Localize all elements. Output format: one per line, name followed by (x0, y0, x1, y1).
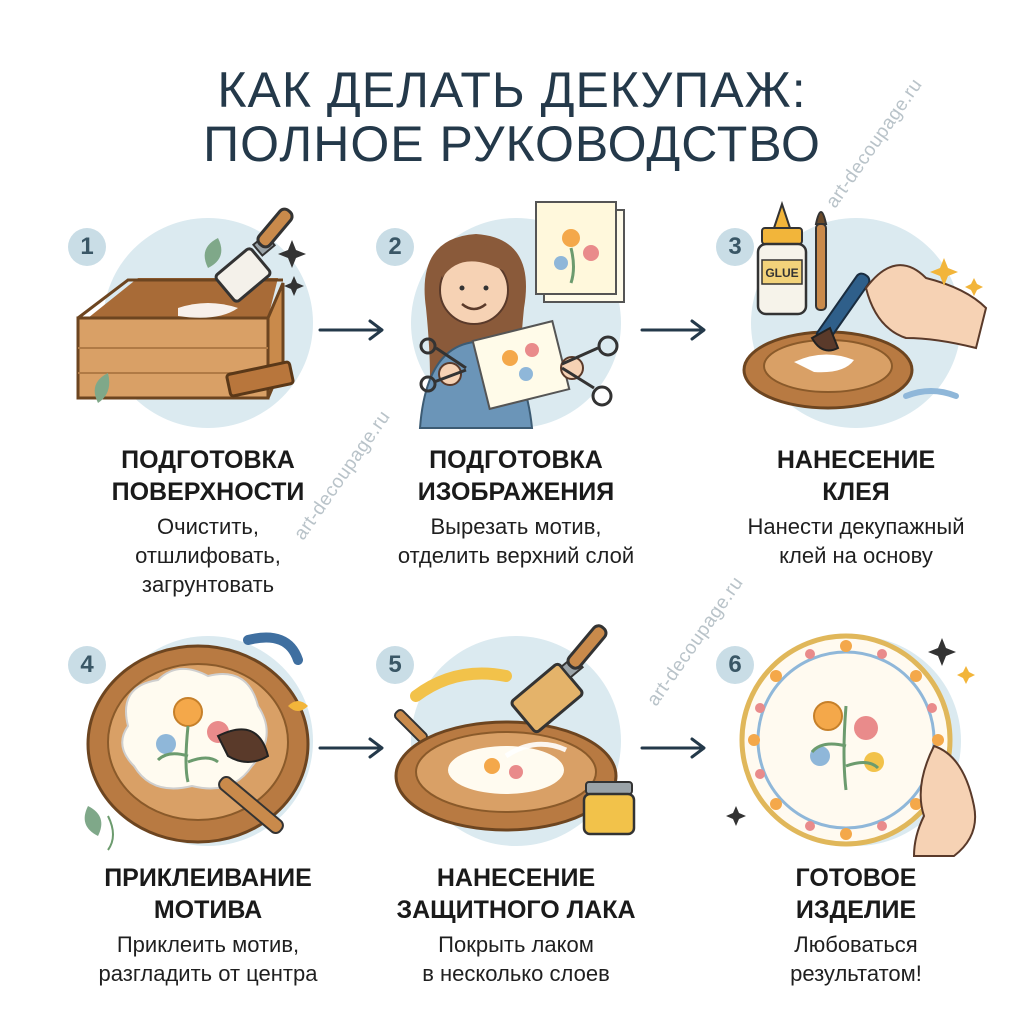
arrow-right-icon (318, 319, 384, 341)
step-number-badge: 4 (68, 646, 106, 684)
step-description: Вырезать мотив,отделить верхний слой (397, 514, 635, 568)
motif-on-plate-icon (84, 632, 310, 851)
arrow-right-icon (318, 737, 384, 759)
step-number-badge: 6 (716, 646, 754, 684)
glue-brush-plate-icon: GLUE (742, 200, 988, 410)
arrow-right-icon (640, 737, 706, 759)
finished-plate-icon (726, 633, 976, 857)
varnish-brush-icon (393, 624, 636, 836)
arrow-right-icon (640, 319, 706, 341)
page-title-line-2: ПОЛНОЕ РУКОВОДСТВО (203, 116, 821, 172)
step-description: Приклеить мотив,разгладить от центра (98, 932, 318, 986)
step-number-badge: 2 (376, 228, 414, 266)
step-number-badge: 5 (376, 646, 414, 684)
svg-text:GLUE: GLUE (765, 266, 798, 280)
step-number-badge: 3 (716, 228, 754, 266)
woman-cutting-napkin-icon (418, 201, 625, 429)
step-number-badge: 1 (68, 228, 106, 266)
wooden-box-brush-icon (76, 207, 306, 403)
page-title-line-1: КАК ДЕЛАТЬ ДЕКУПАЖ: (217, 62, 807, 118)
step-description: Очистить,отшлифовать,загрунтовать (135, 514, 281, 597)
